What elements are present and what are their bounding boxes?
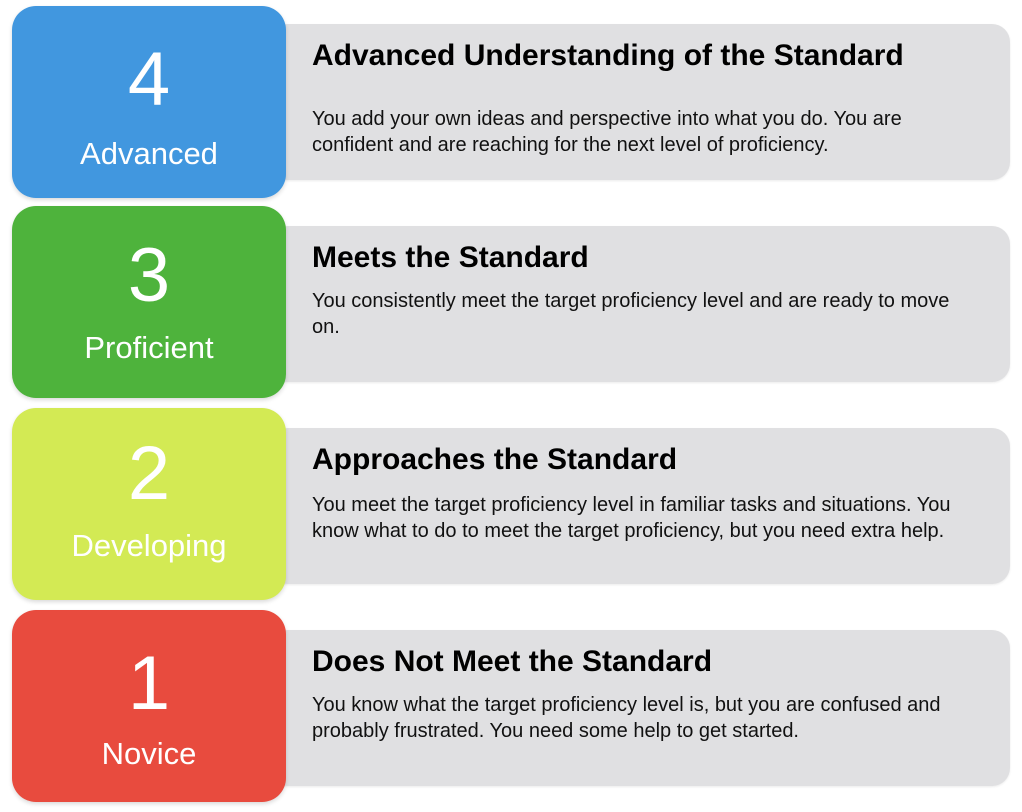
level-row-proficient: Meets the Standard You consistently meet… — [0, 206, 1022, 400]
level-description-card: Approaches the Standard You meet the tar… — [270, 428, 1010, 584]
level-description: You know what the target proficiency lev… — [312, 694, 941, 742]
level-title: Meets the Standard — [312, 241, 589, 274]
level-label: Proficient — [84, 330, 214, 365]
level-description-card: Does Not Meet the Standard You know what… — [270, 630, 1010, 786]
level-description-card: Advanced Understanding of the Standard Y… — [270, 24, 1010, 180]
level-description: You consistently meet the target profici… — [312, 290, 950, 338]
level-row-novice: Does Not Meet the Standard You know what… — [0, 610, 1022, 804]
level-badge-novice: 1 Novice — [12, 610, 286, 802]
level-label: Novice — [101, 736, 197, 771]
level-title: Approaches the Standard — [312, 443, 678, 476]
level-badge-proficient: 3 Proficient — [12, 206, 286, 398]
level-description-card: Meets the Standard You consistently meet… — [270, 226, 1010, 382]
level-description: You meet the target proficiency level in… — [312, 494, 951, 542]
level-number: 1 — [127, 641, 171, 726]
level-number: 4 — [127, 37, 171, 122]
level-row-developing: Approaches the Standard You meet the tar… — [0, 408, 1022, 602]
level-title: Does Not Meet the Standard — [312, 645, 713, 678]
level-number: 3 — [127, 233, 171, 318]
level-description: You add your own ideas and perspective i… — [312, 108, 902, 156]
level-label: Advanced — [80, 136, 218, 171]
level-number: 2 — [127, 431, 171, 516]
level-badge-advanced: 4 Advanced — [12, 6, 286, 198]
level-label: Developing — [71, 528, 227, 563]
level-badge-developing: 2 Developing — [12, 408, 286, 600]
level-title: Advanced Understanding of the Standard — [312, 39, 904, 72]
level-row-advanced: Advanced Understanding of the Standard Y… — [0, 6, 1022, 200]
